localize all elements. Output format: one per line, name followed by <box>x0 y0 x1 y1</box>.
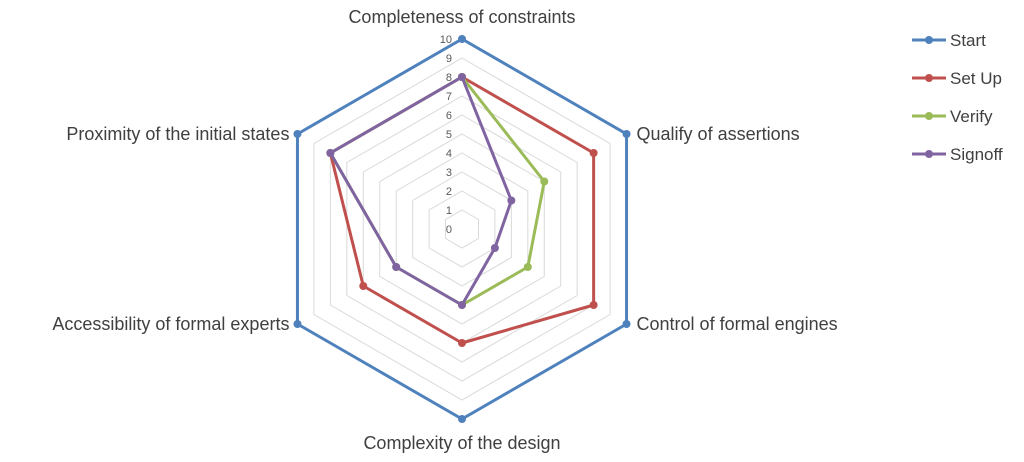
data-point-signoff-5 <box>326 149 335 157</box>
data-point-signoff-0 <box>458 73 466 81</box>
legend-swatch-marker-set-up <box>925 74 933 82</box>
axis-label-5: Proximity of the initial states <box>66 124 289 144</box>
tick-label-3: 3 <box>446 167 452 179</box>
legend-swatch-marker-verify <box>925 112 933 120</box>
data-point-signoff-2 <box>490 244 499 252</box>
legend-label-verify: Verify <box>950 107 993 126</box>
axis-label-2: Control of formal engines <box>637 314 838 334</box>
tick-label-4: 4 <box>446 148 452 160</box>
data-point-set-up-4 <box>359 282 368 290</box>
tick-label-6: 6 <box>446 110 452 122</box>
grid-ring-4 <box>395 152 529 306</box>
axis-label-4: Accessibility of formal experts <box>52 314 289 334</box>
data-point-verify-1 <box>540 177 549 186</box>
axis-label-3: Complexity of the design <box>363 433 560 453</box>
legend-swatch-marker-start <box>925 36 933 44</box>
tick-label-10: 10 <box>440 34 452 46</box>
tick-label-0: 0 <box>446 224 452 236</box>
data-point-start-3 <box>458 415 466 423</box>
data-point-verify-2 <box>523 263 532 271</box>
legend-label-signoff: Signoff <box>950 145 1003 164</box>
grid-ring-3 <box>412 171 512 287</box>
data-point-start-2 <box>622 320 631 328</box>
axis-label-0: Completeness of constraints <box>348 7 575 27</box>
tick-label-7: 7 <box>446 91 452 103</box>
data-point-start-1 <box>622 130 631 138</box>
legend-swatch-marker-signoff <box>925 150 933 158</box>
data-point-start-5 <box>293 130 302 138</box>
grid-ring-1 <box>445 209 479 249</box>
legend-label-set-up: Set Up <box>950 69 1002 88</box>
data-point-set-up-2 <box>589 301 598 309</box>
tick-label-2: 2 <box>446 186 452 198</box>
data-point-start-4 <box>293 320 302 328</box>
grid-ring-2 <box>428 190 496 268</box>
tick-label-9: 9 <box>446 53 452 65</box>
data-point-start-0 <box>458 35 466 43</box>
radar-grid <box>296 38 628 420</box>
radar-tick-labels: 0 1 2 3 4 5 6 7 8 9 10 <box>440 34 452 236</box>
radar-series <box>293 35 631 423</box>
tick-label-8: 8 <box>446 72 452 84</box>
series-line-verify <box>328 75 546 307</box>
grid-ring-9 <box>313 57 611 401</box>
data-point-signoff-4 <box>392 263 401 271</box>
tick-label-1: 1 <box>446 205 452 217</box>
grid-ring-5 <box>379 133 545 325</box>
data-point-set-up-1 <box>589 149 598 157</box>
grid-ring-8 <box>329 76 595 382</box>
grid-ring-7 <box>346 95 578 363</box>
data-point-signoff-3 <box>458 301 466 309</box>
data-point-set-up-3 <box>458 339 466 347</box>
tick-label-5: 5 <box>446 129 452 141</box>
legend-label-start: Start <box>950 31 986 50</box>
data-point-signoff-1 <box>507 196 516 205</box>
axis-label-1: Qualify of assertions <box>637 124 800 144</box>
series-line-signoff <box>328 75 513 307</box>
